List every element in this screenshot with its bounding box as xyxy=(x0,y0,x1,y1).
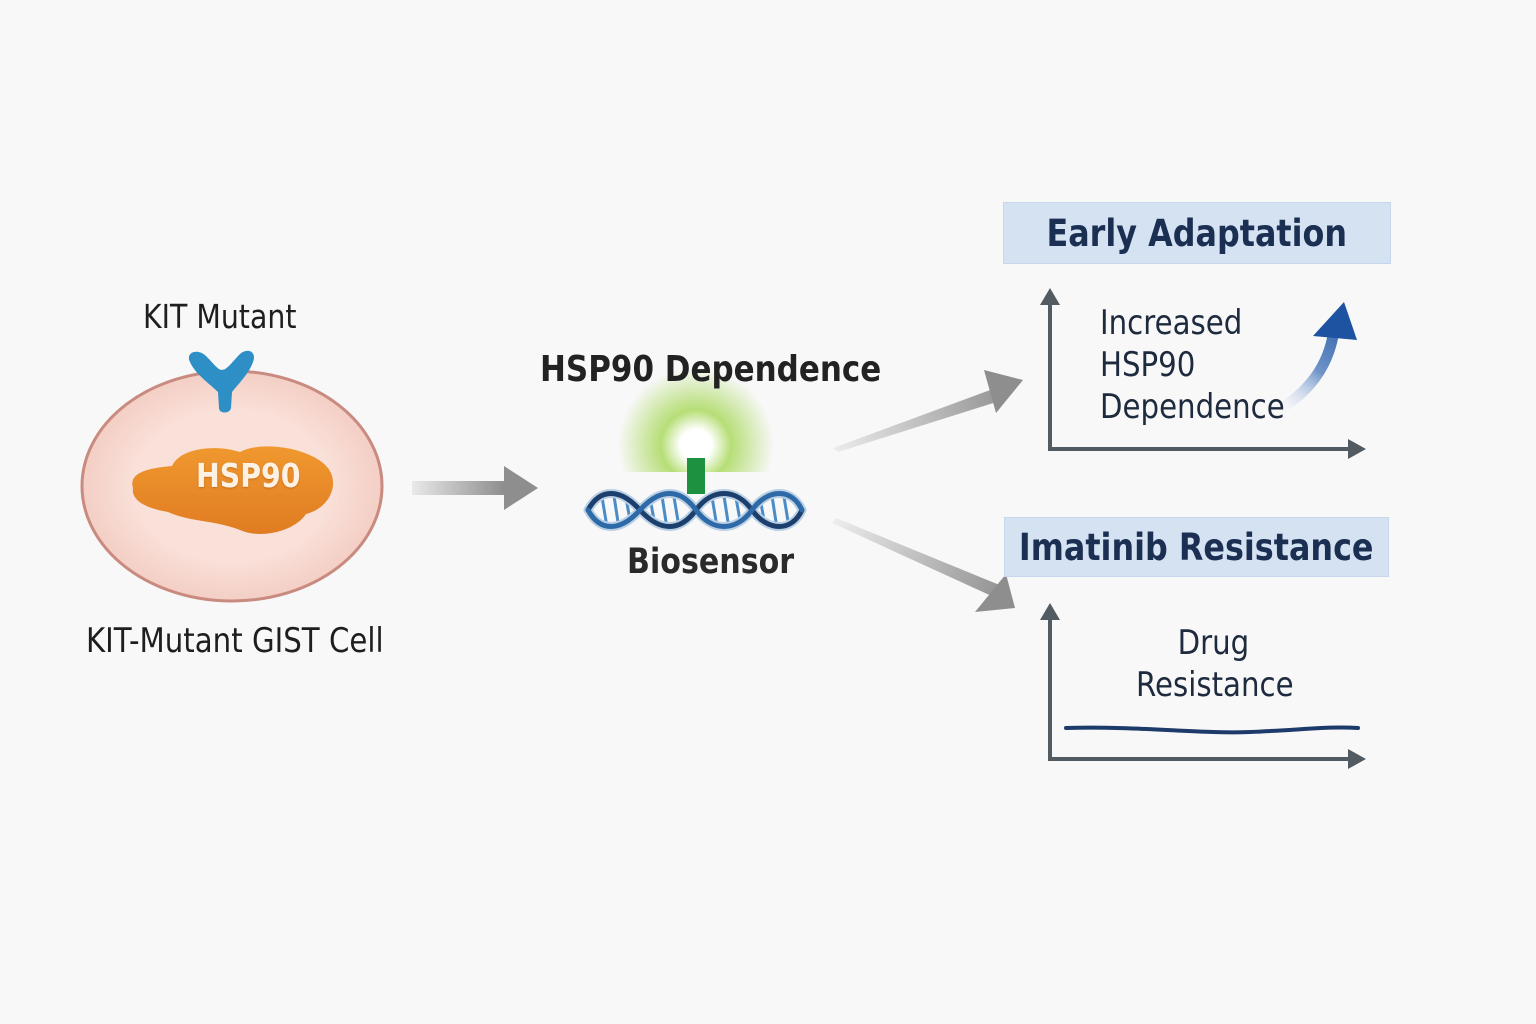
receptor-icon xyxy=(188,350,254,413)
arrow-to-early-adaptation xyxy=(833,370,1023,452)
hsp90-protein xyxy=(132,446,334,535)
x-axis xyxy=(1048,439,1366,459)
early-adaptation-graph xyxy=(1040,288,1366,459)
imatinib-resistance-title: Imatinib Resistance xyxy=(1019,525,1374,569)
text-line: Resistance xyxy=(1136,665,1294,705)
hsp90-dependence-title: HSP90 Dependence xyxy=(540,349,882,390)
trend-arrow-icon xyxy=(1266,302,1357,420)
early-adaptation-banner: Early Adaptation xyxy=(1003,202,1391,264)
hsp90-protein-label: HSP90 xyxy=(196,456,301,495)
drug-resistance-text: Drug Resistance xyxy=(1136,622,1294,706)
text-line: Increased xyxy=(1100,303,1243,343)
y-axis xyxy=(1040,288,1060,450)
biosensor-label: Biosensor xyxy=(627,542,795,582)
flat-resistance-line xyxy=(1064,725,1360,735)
kit-mutant-label: KIT Mutant xyxy=(143,297,297,336)
imatinib-resistance-banner: Imatinib Resistance xyxy=(1004,517,1389,577)
x-axis xyxy=(1048,749,1366,769)
dna-helix-icon xyxy=(583,489,807,531)
y-axis xyxy=(1040,603,1060,760)
early-adaptation-title: Early Adaptation xyxy=(1046,211,1348,255)
cell-label: KIT-Mutant GIST Cell xyxy=(86,621,384,661)
sensor-bar xyxy=(687,458,705,494)
text-line: Dependence xyxy=(1100,387,1285,427)
biosensor xyxy=(583,367,807,531)
glow-icon xyxy=(618,367,774,472)
text-line: HSP90 xyxy=(1100,345,1196,385)
arrow-to-imatinib-resistance xyxy=(832,518,1015,612)
gist-cell xyxy=(80,350,384,603)
increased-dependence-text: Increased HSP90 Dependence xyxy=(1100,302,1285,428)
text-line: Drug xyxy=(1177,623,1250,663)
imatinib-resistance-graph xyxy=(1040,603,1366,769)
arrow-to-biosensor xyxy=(412,466,538,510)
